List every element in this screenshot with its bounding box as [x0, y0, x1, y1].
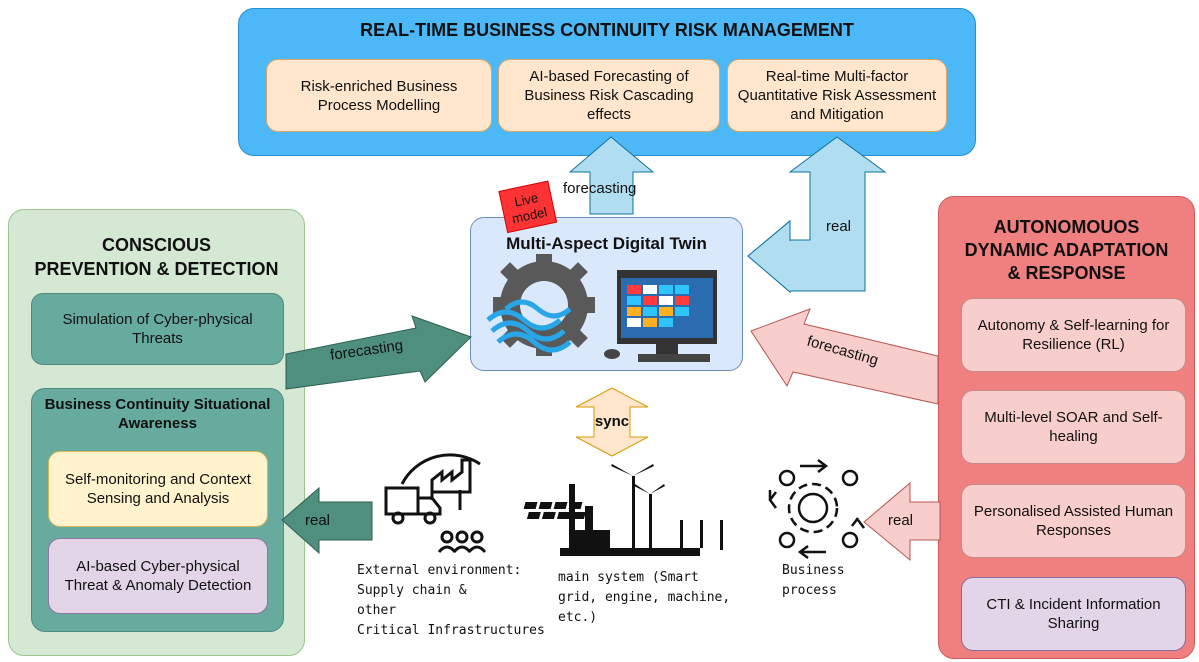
main-system-text: main system (Smart grid, engine, machine…	[558, 568, 748, 628]
real-left-arrow	[281, 486, 373, 555]
main-line2: grid, engine, machine,	[558, 590, 731, 605]
forecasting-right-arrow	[750, 308, 939, 405]
real-right-label: real	[888, 512, 914, 529]
external-line2: Supply chain &	[357, 583, 467, 598]
main-line1: main system (Smart	[558, 570, 699, 585]
forecasting-up-label: forecasting	[563, 180, 637, 197]
sync-arrow	[575, 387, 649, 457]
main-line3: etc.)	[558, 610, 598, 625]
adaptation-title-line2: DYNAMIC ADAPTATION	[964, 240, 1169, 260]
external-line4: Critical Infrastructures	[357, 623, 545, 638]
sync-label: sync	[594, 412, 630, 430]
risk-process-modelling-box: Risk-enriched Business Process Modelling	[266, 59, 492, 132]
autonomy-self-learning-box: Autonomy & Self-learning for Resilience …	[961, 298, 1186, 372]
gear-waves-icon	[486, 254, 595, 356]
ai-forecasting-box: AI-based Forecasting of Business Risk Ca…	[498, 59, 720, 132]
adaptation-title-line1: AUTONOMOUOS	[993, 217, 1140, 237]
supply-chain-icon	[384, 453, 487, 553]
business-process-icon	[768, 459, 865, 559]
forecasting-up-arrow	[568, 136, 655, 215]
soar-self-healing-box: Multi-level SOAR and Self-healing	[961, 390, 1186, 464]
prevention-title-line1: CONSCIOUS	[101, 235, 211, 255]
business-process-text: Business process	[782, 561, 872, 601]
digital-twin-title: Multi-Aspect Digital Twin	[506, 234, 707, 253]
assisted-human-responses-box: Personalised Assisted Human Responses	[961, 484, 1186, 558]
situational-awareness-title: Business Continuity Situational Awarenes…	[44, 396, 271, 432]
cti-sharing-box: CTI & Incident Information Sharing	[961, 577, 1186, 651]
risk-management-title: REAL-TIME BUSINESS CONTINUITY RISK MANAG…	[360, 19, 854, 40]
self-monitoring-box: Self-monitoring and Context Sensing and …	[48, 451, 268, 527]
live-model-badge	[498, 180, 558, 234]
risk-assessment-box: Real-time Multi-factor Quantitative Risk…	[727, 59, 947, 132]
forecasting-left-arrow	[285, 315, 472, 390]
external-line1: External environment:	[357, 563, 522, 578]
simulation-threats-box: Simulation of Cyber-physical Threats	[31, 293, 284, 365]
adaptation-title-line3: & RESPONSE	[1007, 263, 1126, 283]
external-line3: other	[357, 603, 397, 618]
power-plant-icon	[523, 464, 723, 556]
business-line2: process	[782, 583, 837, 598]
real-up-label: real	[826, 218, 852, 235]
business-line1: Business	[782, 563, 845, 578]
computer-icon	[604, 270, 717, 362]
real-left-label: real	[305, 512, 331, 529]
real-right-arrow	[863, 481, 941, 562]
prevention-title-line2: PREVENTION & DETECTION	[34, 259, 279, 279]
external-environment-text: External environment: Supply chain & oth…	[357, 561, 547, 641]
ai-threat-detection-box: AI-based Cyber-physical Threat & Anomaly…	[48, 538, 268, 614]
